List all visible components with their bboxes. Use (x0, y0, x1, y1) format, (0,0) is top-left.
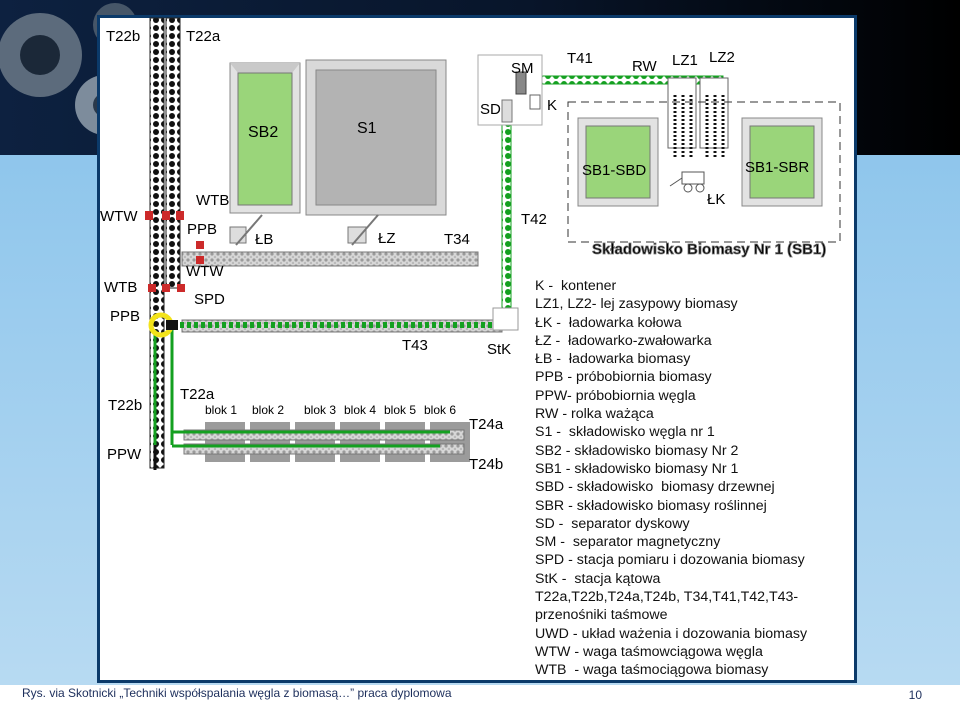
loader-lz-arm (351, 214, 379, 246)
marker-wtb-left-3 (177, 284, 185, 292)
coal-blocks (205, 422, 470, 462)
label-lb: ŁB (255, 231, 273, 248)
label-wtw-mid: WTW (186, 263, 224, 280)
label-t22a-mid: T22a (180, 386, 215, 403)
label-block-2: blok 2 (252, 403, 284, 417)
figure-caption: Rys. via Skotnicki „Techniki współspalan… (22, 686, 452, 700)
storage-s1 (305, 59, 447, 216)
loader-lb-arm (235, 214, 263, 246)
label-stk: StK (487, 341, 511, 358)
label-sb1-sbd: SB1-SBD (582, 162, 646, 179)
legend-item: LZ1, LZ2- lej zasypowy biomasy (535, 296, 738, 313)
label-block-1: blok 1 (205, 403, 237, 417)
label-lk: ŁK (707, 191, 725, 208)
hopper-lz2 (699, 77, 729, 158)
label-sm: SM (511, 60, 534, 77)
label-t41: T41 (567, 50, 593, 67)
storage-sb1-boundary (567, 101, 841, 243)
legend-item: ŁZ - ładowarko-zwałowarka (535, 332, 712, 349)
legend-list: K - kontener LZ1, LZ2- lej zasypowy biom… (535, 277, 807, 680)
legend-item: PPW- próbobiornia węgla (535, 387, 696, 404)
legend-item: SB1 - składowisko biomasy Nr 1 (535, 460, 739, 477)
marker-wtw-2 (162, 211, 170, 220)
conveyor-t22a (165, 17, 181, 289)
label-t22a-top: T22a (186, 28, 221, 45)
label-s1: S1 (357, 120, 377, 137)
legend-item: RW - rolka ważąca (535, 406, 654, 423)
label-t22b-top: T22b (106, 28, 140, 45)
conveyor-t24a (183, 429, 465, 441)
storage-sbr (741, 117, 823, 207)
label-wtb-top: WTB (196, 192, 229, 209)
label-t43: T43 (402, 337, 428, 354)
storage-sb2 (229, 62, 301, 214)
label-wtw-left: WTW (100, 208, 138, 225)
legend-item: ŁB - ładowarka biomasy (535, 351, 691, 368)
label-ppb-left: PPB (110, 308, 140, 325)
label-block-4: blok 4 (344, 403, 376, 417)
label-rw: RW (632, 58, 658, 75)
label-t34: T34 (444, 231, 470, 248)
label-ppb-top: PPB (187, 221, 217, 238)
container-k (529, 94, 541, 110)
legend-item: SBR - składowisko biomasy roślinnej (535, 497, 767, 514)
conveyor-t34 (181, 251, 479, 267)
label-k: K (547, 97, 557, 114)
legend-item: SM - separator magnetyczny (535, 534, 721, 551)
legend-item: SB2 - składowisko biomasy Nr 2 (535, 442, 739, 459)
label-t24b: T24b (469, 456, 503, 473)
label-lz1: LZ1 (672, 52, 698, 69)
legend-item: T22a,T22b,T24a,T24b, T34,T41,T42,T43- (535, 589, 799, 606)
label-sb2: SB2 (248, 124, 278, 141)
legend-item: PPB - próbobiornia biomasy (535, 369, 712, 386)
legend-item: S1 - składowisko węgla nr 1 (535, 424, 715, 441)
label-t22b-left: T22b (108, 397, 142, 414)
conveyor-t22b (149, 17, 165, 469)
separator-sd (501, 99, 513, 123)
label-wtb-left: WTB (104, 279, 137, 296)
label-lz: ŁZ (378, 230, 396, 247)
conveyor-t24b (183, 443, 465, 455)
storage-sbd (577, 117, 659, 207)
loader-lz (347, 226, 367, 244)
label-ppw: PPW (107, 446, 142, 463)
legend-item: SBD - składowisko biomasy drzewnej (535, 479, 775, 496)
hopper-lz1 (667, 77, 697, 158)
label-t24a: T24a (469, 416, 504, 433)
label-block-5: blok 5 (384, 403, 416, 417)
legend-item: WTW - waga taśmowciągowa węgla (535, 643, 763, 660)
legend-item: StK - stacja kątowa (535, 570, 661, 587)
label-sd: SD (480, 101, 501, 118)
legend-item: UWD - układ ważenia i dozowania biomasy (535, 625, 808, 642)
label-storage-sb1: Składowisko Biomasy Nr 1 (SB1) (592, 241, 826, 258)
label-t42: T42 (521, 211, 547, 228)
label-block-3: blok 3 (304, 403, 336, 417)
marker-ppb-top-2 (196, 256, 204, 264)
legend-item: K - kontener (535, 278, 617, 294)
legend-item: WTB - waga taśmociągowa biomasy (535, 662, 769, 679)
marker-wtw-3 (176, 211, 184, 220)
dosing-station-spd-core (166, 320, 178, 330)
legend-item: ŁK - ładowarka kołowa (535, 314, 682, 331)
diagram-panel (97, 15, 857, 683)
marker-wtb-left-1 (148, 284, 156, 292)
legend-item: SPD - stacja pomiaru i dozowania biomasy (535, 552, 805, 569)
legend-item: SD - separator dyskowy (535, 515, 690, 532)
page-number: 10 (908, 688, 922, 702)
label-sb1-sbr: SB1-SBR (745, 159, 809, 176)
angle-station-stk (492, 307, 519, 331)
label-block-6: blok 6 (424, 403, 456, 417)
label-lz2: LZ2 (709, 49, 735, 66)
wheel-loader-lk (669, 171, 705, 193)
marker-wtb-left-2 (162, 284, 170, 292)
marker-ppb-top (196, 241, 204, 249)
legend-item: przenośniki taśmowe (535, 607, 668, 624)
marker-wtw-1 (145, 211, 153, 220)
label-spd: SPD (194, 291, 225, 308)
separator-sm (515, 71, 527, 95)
